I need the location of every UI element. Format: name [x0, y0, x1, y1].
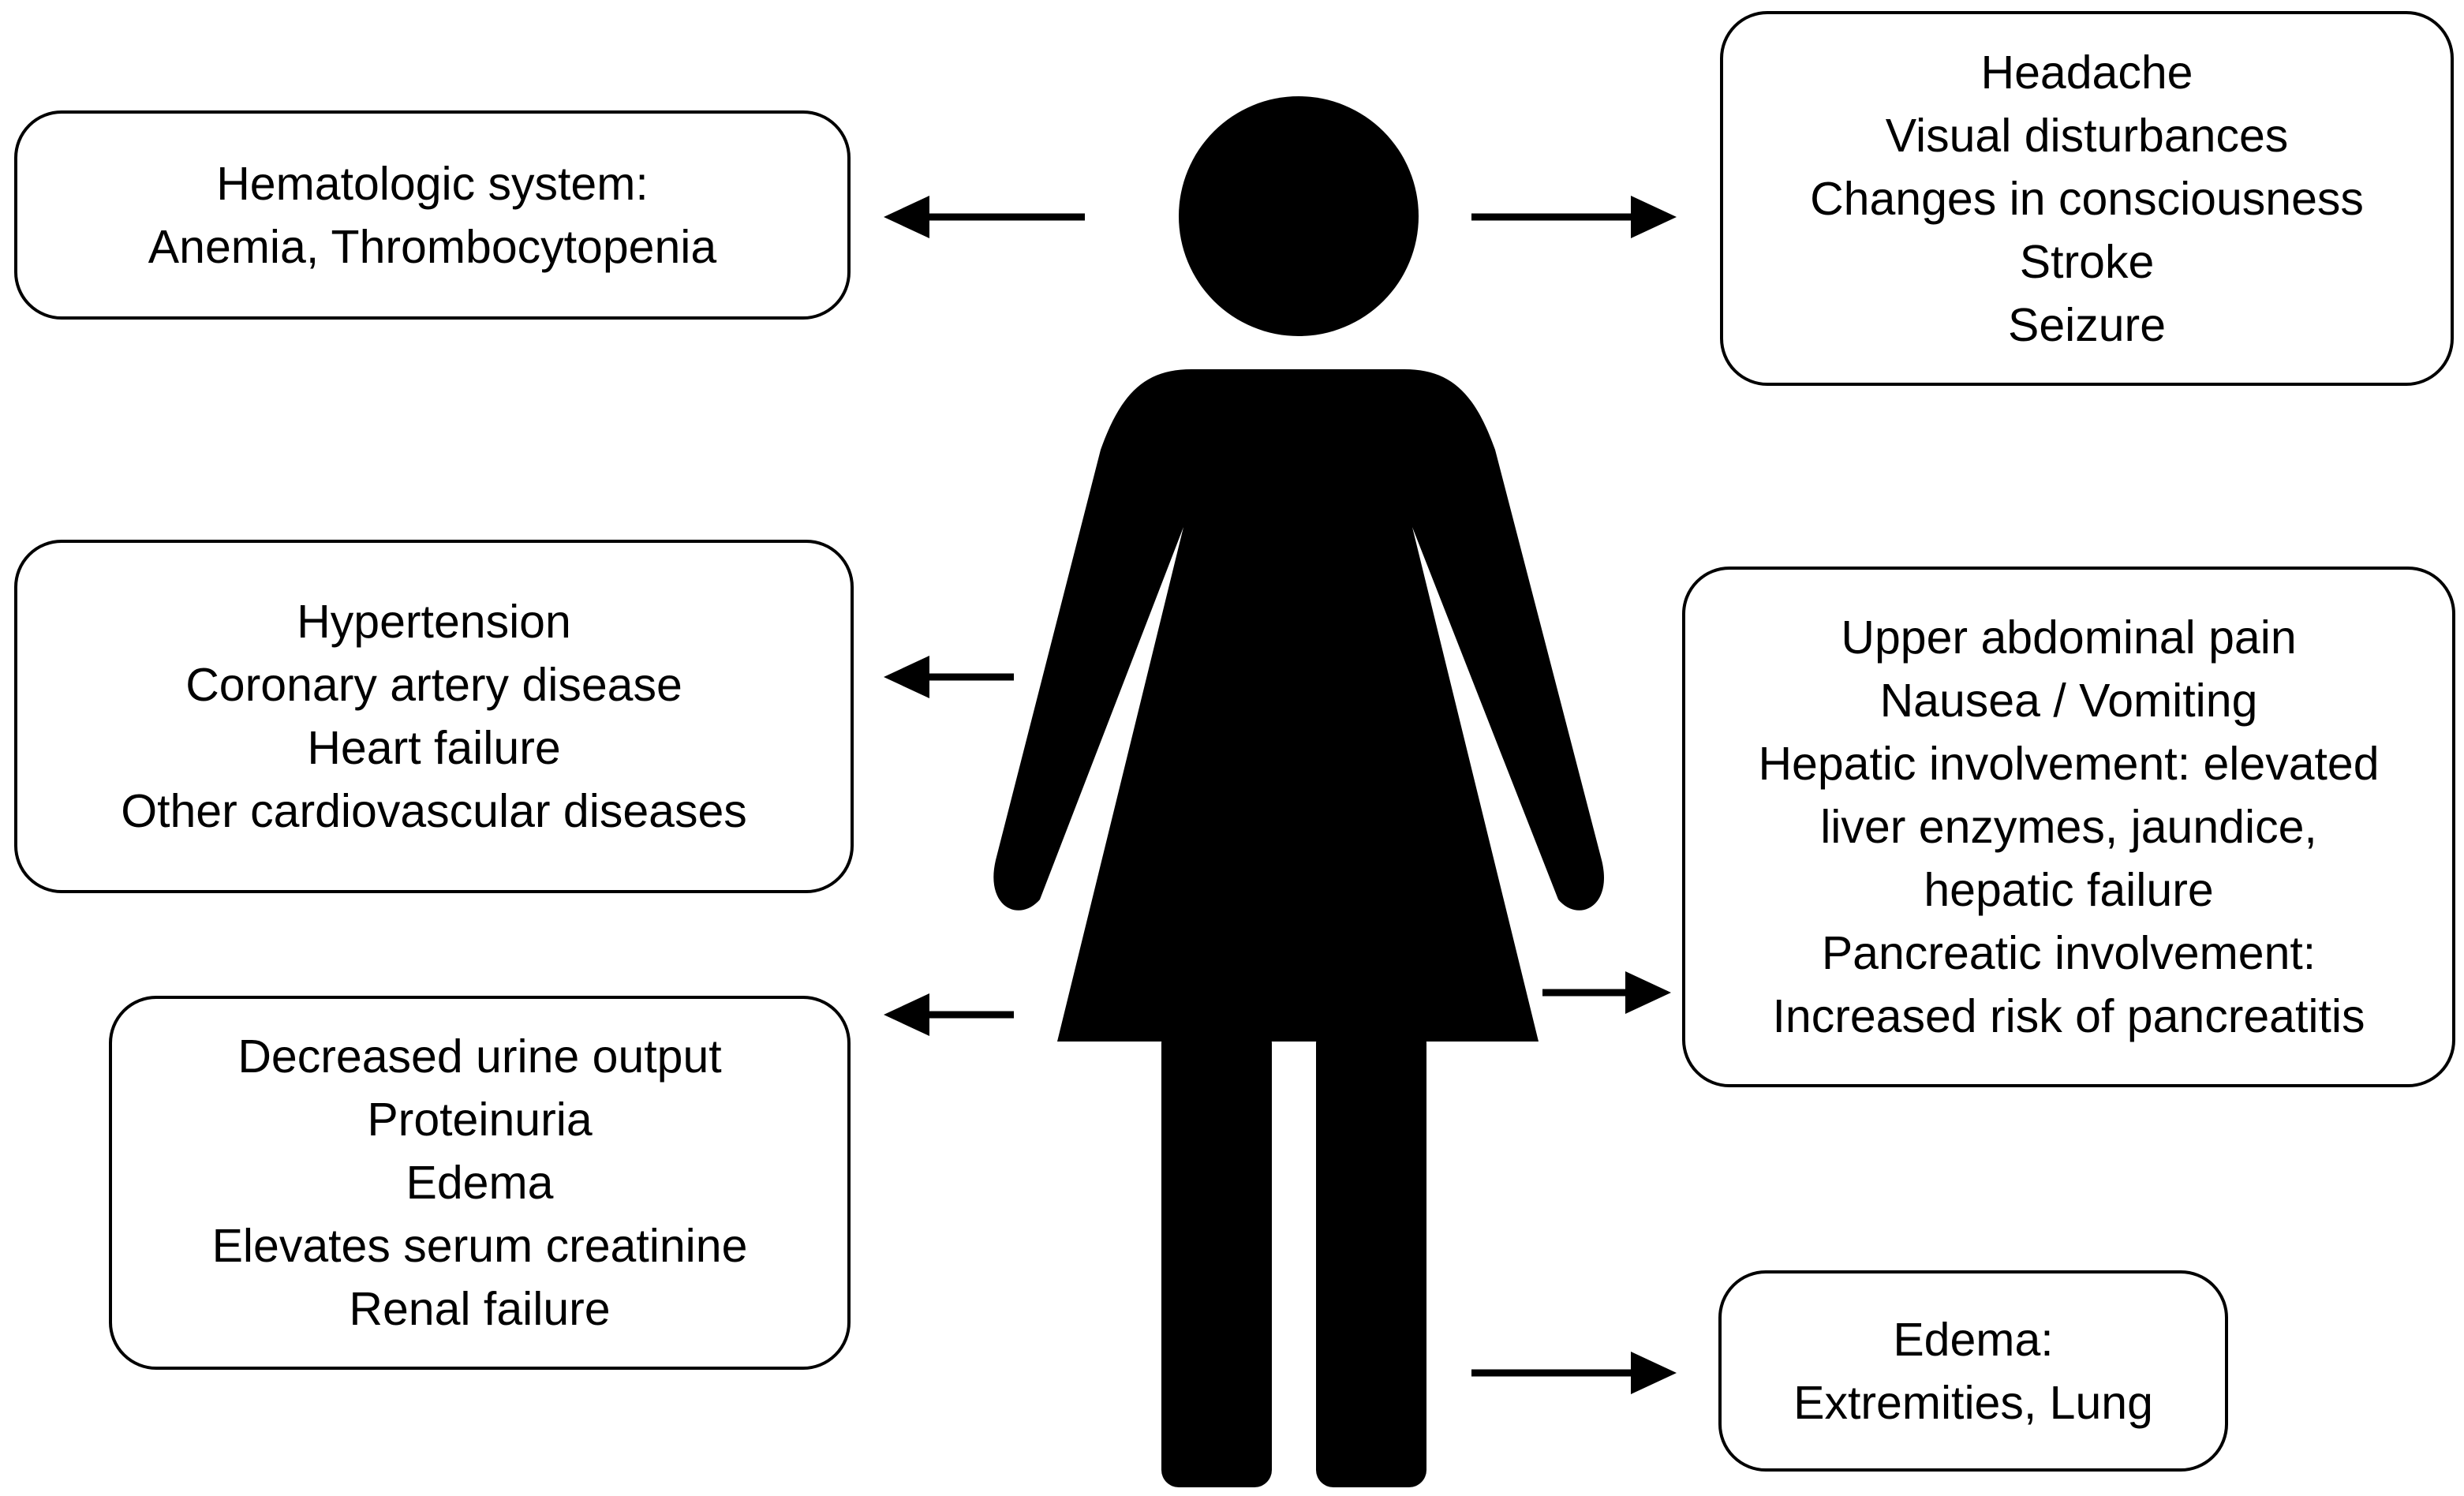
renal-box: Decreased urine output Proteinuria Edema…: [109, 996, 851, 1370]
abdominal-box: Upper abdominal pain Nausea / Vomiting H…: [1682, 567, 2455, 1087]
figure-head: [1179, 96, 1419, 336]
box-line: Heart failure: [307, 722, 561, 774]
box-line: Increased risk of pancreatitis: [1772, 990, 2365, 1042]
box-line: Seizure: [2007, 298, 2167, 351]
box-line: liver enzymes, jaundice,: [1820, 801, 2317, 853]
box-line: Hepatic involvement: elevated: [1758, 738, 2380, 790]
box-line: Nausea / Vomiting: [1879, 675, 2258, 727]
figure-right-leg: [1316, 1026, 1426, 1487]
figure-body: [993, 369, 1604, 1042]
box-line: Visual disturbances: [1885, 109, 2289, 162]
box-line: Headache: [1980, 46, 2193, 99]
box-line: Upper abdominal pain: [1841, 611, 2297, 664]
box-line: Renal failure: [349, 1283, 611, 1335]
box-line: Hypertension: [297, 596, 571, 648]
box-line: Edema: [406, 1157, 554, 1209]
box-line: Coronary artery disease: [185, 659, 682, 711]
box-line: Pancreatic involvement:: [1821, 927, 2316, 979]
woman-figure-icon: [993, 96, 1604, 1487]
edema-box: Edema: Extremities, Lung: [1718, 1270, 2228, 1472]
box-line: Hematologic system:: [216, 157, 649, 210]
box-line: Anemia, Thrombocytopenia: [148, 220, 717, 273]
box-line: Edema:: [1893, 1313, 2054, 1366]
box-line: Decreased urine output: [237, 1030, 722, 1083]
box-line: Proteinuria: [367, 1094, 593, 1146]
box-line: Elevates serum creatinine: [211, 1220, 748, 1272]
box-line: Changes in consciousness: [1810, 172, 2364, 225]
box-line: Other cardiovascular diseases: [121, 785, 747, 837]
hematologic-box: Hematologic system: Anemia, Thrombocytop…: [14, 110, 851, 320]
box-line: hepatic failure: [1924, 864, 2214, 916]
figure-left-leg: [1161, 1026, 1272, 1487]
neurologic-box: Headache Visual disturbances Changes in …: [1720, 11, 2454, 386]
box-line: Extremities, Lung: [1793, 1376, 2153, 1429]
cardiovascular-box: Hypertension Coronary artery disease Hea…: [14, 540, 854, 893]
box-line: Stroke: [2019, 235, 2155, 288]
